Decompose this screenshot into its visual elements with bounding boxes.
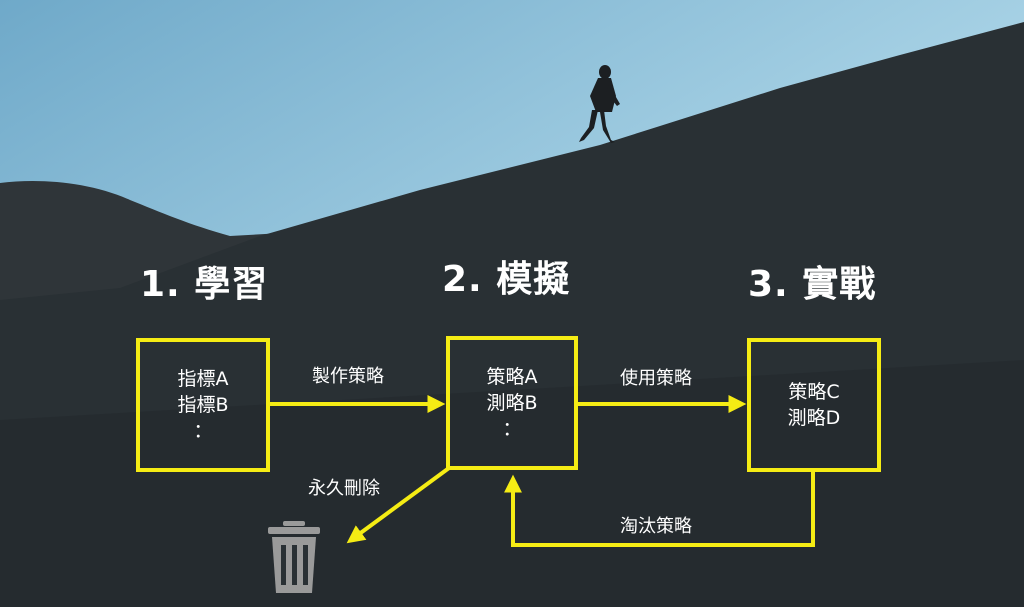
box-line: ： xyxy=(502,418,522,440)
stage-title-live: 3. 實戰 xyxy=(748,264,877,305)
edge-label-delete-forever: 永久刪除 xyxy=(308,478,380,499)
box-line: 策略C xyxy=(788,381,840,403)
box-simulation-strategies: 策略A 測略B ： xyxy=(446,336,578,470)
box-line: 策略A xyxy=(486,366,538,388)
box-line: 指標A xyxy=(177,368,229,390)
edge-label-eliminate-strategy: 淘汰策略 xyxy=(620,516,692,537)
box-indicators: 指標A 指標B ： xyxy=(136,338,270,472)
stage-title-learn: 1. 學習 xyxy=(140,264,269,305)
box-live-strategies: 策略C 測略D xyxy=(747,338,881,472)
hiker-silhouette xyxy=(579,65,620,143)
edge-label-make-strategy: 製作策略 xyxy=(312,366,384,387)
box-line: ： xyxy=(193,420,213,442)
box-line: 指標B xyxy=(177,394,229,416)
edge-label-use-strategy: 使用策略 xyxy=(620,368,692,389)
box-line: 測略B xyxy=(486,392,538,414)
box-line: 測略D xyxy=(787,407,841,429)
stage-title-simulate: 2. 模擬 xyxy=(442,259,571,300)
